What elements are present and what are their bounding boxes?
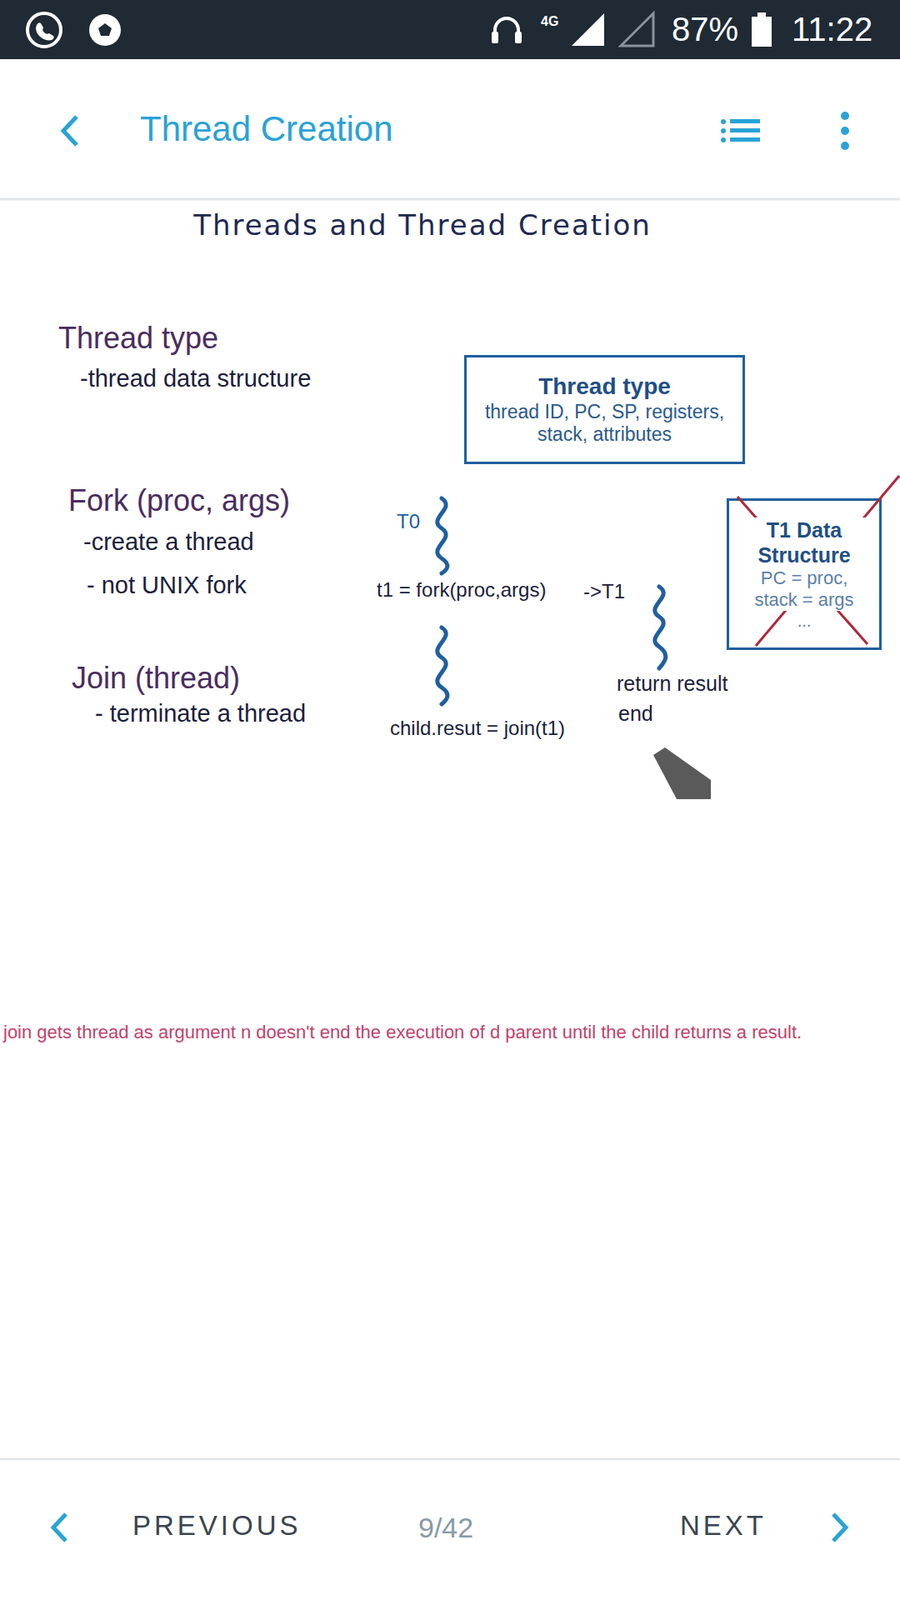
battery-percent: 87%	[671, 10, 739, 49]
headphone-icon	[495, 18, 519, 39]
code-text: return result	[616, 671, 728, 696]
next-chevron	[833, 1514, 846, 1541]
box-heading: Thread type	[538, 372, 671, 401]
heading-text: Join (thread)	[71, 660, 240, 695]
note-text: -thread data structure	[80, 365, 311, 393]
nav-divider	[0, 1458, 900, 1460]
headphone-icon	[491, 31, 499, 44]
whatsapp-icon	[35, 22, 55, 40]
page-counter: 9/42	[418, 1511, 474, 1545]
thread-name: T0	[396, 510, 420, 534]
code-text: child.resut = join(t1)	[390, 716, 565, 740]
clock: 11:22	[791, 10, 873, 49]
signal-icon	[571, 13, 605, 46]
slide-title: Threads and Thread Creation	[172, 209, 673, 242]
thread-name: ->T1	[583, 580, 625, 604]
note-text: - terminate a thread	[95, 700, 306, 728]
app-bar	[0, 59, 900, 200]
list-icon	[720, 119, 760, 143]
thread-type-box: Thread typethread ID, PC, SP, registers,…	[464, 355, 745, 465]
status-bar	[0, 0, 900, 60]
data-structure-box: T1 Data StructurePC = proc, stack = args…	[726, 498, 882, 650]
ball-icon	[89, 14, 121, 46]
heading-text: Fork (proc, args)	[68, 483, 290, 518]
signal-icon	[620, 13, 654, 46]
app-bar-shadow	[0, 198, 900, 201]
next-button: NEXT	[680, 1510, 767, 1542]
back-chevron	[63, 116, 77, 145]
app-title: Thread Creation	[140, 109, 394, 150]
network-label: 4G	[540, 14, 559, 30]
battery-icon	[757, 12, 766, 18]
comment-note: join gets thread as argument n doesn't e…	[3, 1021, 897, 1043]
prev-button: PREVIOUS	[132, 1510, 302, 1542]
ball-icon	[98, 23, 112, 36]
box-heading: T1 Data Structure	[737, 517, 871, 568]
box-body: ...	[797, 610, 812, 631]
battery-icon	[751, 16, 772, 47]
note-text: - not UNIX fork	[86, 571, 247, 600]
prev-chevron	[53, 1514, 66, 1541]
headphone-icon	[515, 31, 522, 44]
pointer-hand	[653, 747, 711, 800]
box-body: thread ID, PC, SP, registers, stack, att…	[475, 400, 735, 447]
note-text: -create a thread	[83, 528, 255, 556]
whatsapp-icon	[27, 13, 61, 47]
code-text: end	[618, 701, 654, 726]
box-body: PC = proc, stack = args	[737, 567, 871, 612]
heading-text: Thread type	[58, 320, 219, 355]
code-text: t1 = fork(proc,args)	[376, 578, 546, 602]
more-icon	[840, 111, 850, 150]
